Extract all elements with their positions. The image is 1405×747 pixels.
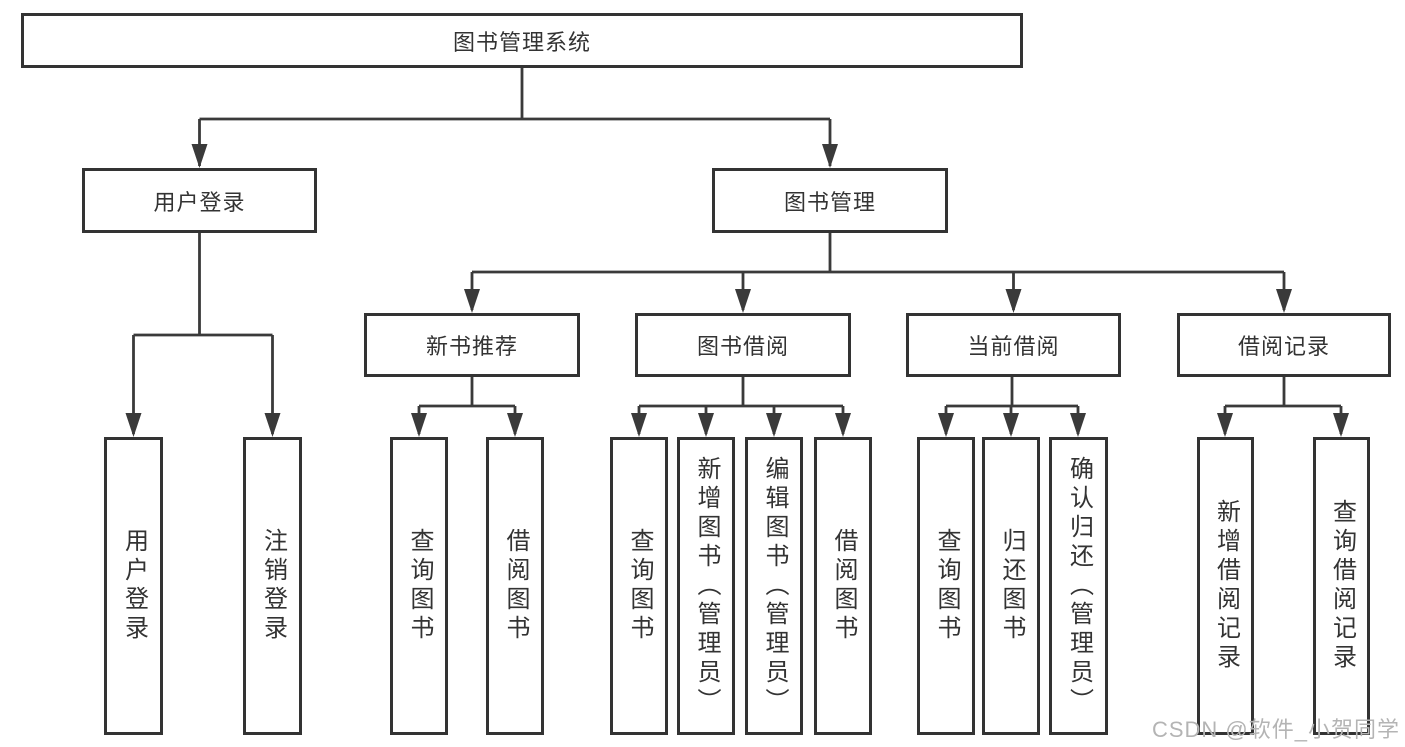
node-book-management: 图书管理 xyxy=(712,168,948,233)
node-label: 图书管理系统 xyxy=(452,29,591,55)
node-label: 确认归还（管理员） xyxy=(1065,455,1093,717)
node-new-book-recommend: 新书推荐 xyxy=(364,313,580,377)
leaf-borrow-borrow-books: 借阅图书 xyxy=(814,437,872,735)
node-label: 编辑图书（管理员） xyxy=(761,455,788,717)
node-label: 用户登录 xyxy=(153,189,246,215)
node-label: 借阅记录 xyxy=(1237,334,1330,359)
node-label: 查询图书 xyxy=(406,528,433,644)
node-label: 查询图书 xyxy=(933,528,960,644)
arrowheads xyxy=(125,144,1349,437)
node-label: 新增图书（管理员） xyxy=(693,455,720,717)
node-label: 用户登录 xyxy=(120,528,148,644)
leaf-current-return-books: 归还图书 xyxy=(982,437,1040,735)
leaf-borrow-query-books: 查询图书 xyxy=(610,437,668,735)
node-library-management-system: 图书管理系统 xyxy=(21,13,1023,68)
leaf-current-confirm-return-admin: 确认归还（管理员） xyxy=(1049,437,1108,735)
node-label: 查询图书 xyxy=(626,528,653,644)
node-label: 图书借阅 xyxy=(696,334,789,359)
node-label: 图书管理 xyxy=(783,189,876,215)
node-user-login: 用户登录 xyxy=(82,168,317,233)
node-label: 归还图书 xyxy=(998,528,1025,644)
node-book-borrowing: 图书借阅 xyxy=(635,313,851,377)
csdn-watermark: CSDN @软件_小贺同学 xyxy=(1151,717,1400,742)
leaf-recommend-borrow-books: 借阅图书 xyxy=(486,437,544,735)
node-label: 当前借阅 xyxy=(967,334,1060,359)
leaf-records-add-record: 新增借阅记录 xyxy=(1197,437,1254,735)
node-borrowing-records: 借阅记录 xyxy=(1177,313,1391,377)
node-label: 查询借阅记录 xyxy=(1328,499,1356,673)
leaf-recommend-query-books: 查询图书 xyxy=(390,437,448,735)
leaf-user-login: 用户登录 xyxy=(104,437,163,735)
node-label: 注销登录 xyxy=(259,528,287,644)
node-label: 借阅图书 xyxy=(830,528,857,644)
leaf-current-query-books: 查询图书 xyxy=(917,437,975,735)
node-label: 新书推荐 xyxy=(425,334,518,359)
leaf-records-query-record: 查询借阅记录 xyxy=(1313,437,1370,735)
leaf-logout: 注销登录 xyxy=(243,437,302,735)
node-current-borrowing: 当前借阅 xyxy=(906,313,1121,377)
node-label: 新增借阅记录 xyxy=(1212,499,1240,673)
leaf-borrow-edit-books-admin: 编辑图书（管理员） xyxy=(745,437,803,735)
node-label: 借阅图书 xyxy=(502,528,529,644)
leaf-borrow-add-books-admin: 新增图书（管理员） xyxy=(677,437,735,735)
